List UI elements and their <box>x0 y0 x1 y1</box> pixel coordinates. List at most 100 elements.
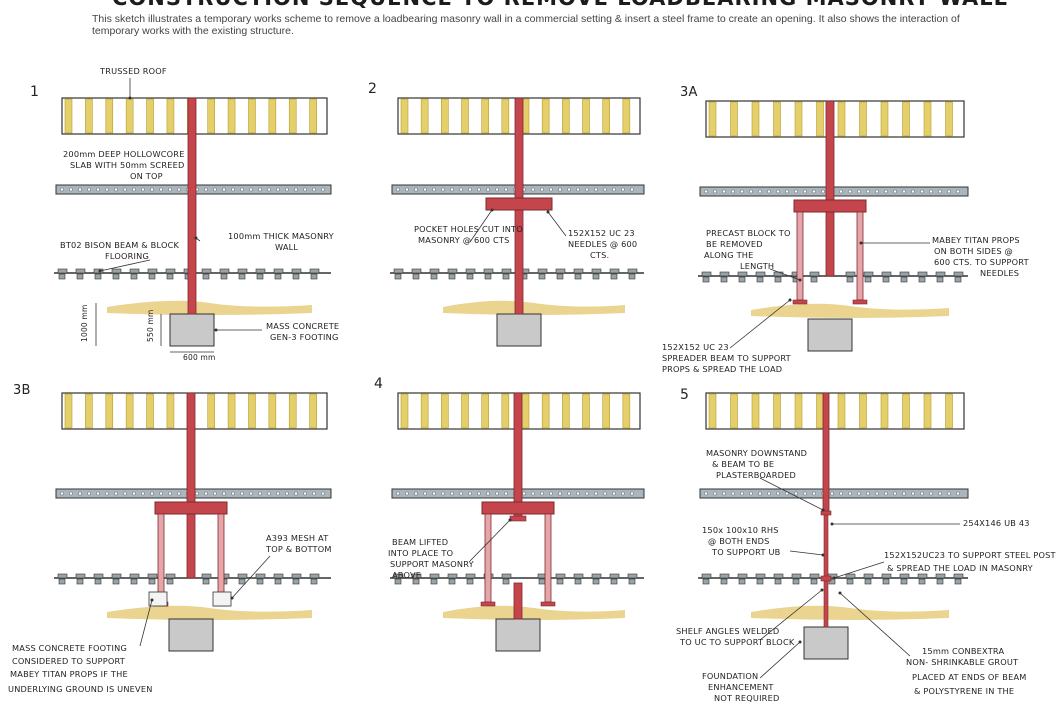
label-post-1: 152X152UC23 TO SUPPORT STEEL POST <box>884 550 1056 560</box>
floor-beam <box>130 273 138 280</box>
floor-beam <box>954 276 962 283</box>
slab-core <box>576 491 580 496</box>
floor-beam <box>864 276 872 283</box>
spreader-beam <box>792 299 808 305</box>
floor-block <box>701 573 712 579</box>
floor-beam <box>166 578 174 585</box>
leader-arrow <box>98 269 102 273</box>
floor-beam <box>846 578 854 585</box>
floor-beam <box>238 273 246 280</box>
floor-beam <box>574 273 582 280</box>
slab-core <box>276 491 280 496</box>
truss-member <box>773 101 781 137</box>
floor-beam <box>292 578 300 585</box>
masonry-wall <box>187 97 197 315</box>
leader-arrow <box>508 518 512 522</box>
slab-core <box>396 187 400 192</box>
label-post-2: & SPREAD THE LOAD IN MASONRY <box>887 563 1034 573</box>
floor-beam <box>936 578 944 585</box>
slab-core <box>132 187 136 192</box>
floor-block <box>129 268 140 274</box>
floor-block <box>57 573 68 579</box>
label-mesh-1: A393 MESH AT <box>266 533 329 543</box>
slab-core <box>776 491 780 496</box>
floor-beam <box>58 578 66 585</box>
slab-core <box>612 491 616 496</box>
floor-beam <box>502 578 510 585</box>
floor-beam <box>94 273 102 280</box>
leader-arrow <box>830 522 834 526</box>
slab-core <box>405 491 409 496</box>
panel-step-1 <box>54 97 332 347</box>
masonry-wall <box>513 392 523 520</box>
floor-block <box>393 573 404 579</box>
slab-core <box>414 187 418 192</box>
slab-core <box>740 189 744 194</box>
floor-beam <box>918 276 926 283</box>
floor-block <box>555 573 566 579</box>
floor-beam <box>900 578 908 585</box>
slab-core <box>432 491 436 496</box>
leader-arrow <box>798 278 802 282</box>
spreader-beam <box>540 601 556 607</box>
floor-beam <box>274 273 282 280</box>
slab-core <box>812 189 816 194</box>
truss-member <box>541 98 550 134</box>
truss-member <box>248 98 256 134</box>
floor-block <box>393 268 404 274</box>
floor-block <box>237 573 248 579</box>
leader-arrow <box>214 328 218 332</box>
label-floor-1: BT02 BISON BEAM & BLOCK <box>60 240 180 250</box>
slab-core <box>141 187 145 192</box>
floor-block <box>953 271 964 277</box>
truss-member <box>125 393 134 429</box>
truss-member <box>166 98 175 134</box>
floor-block <box>147 268 158 274</box>
slab-core <box>312 491 316 496</box>
slab-core <box>920 189 924 194</box>
label-rhs-1: 150x 100x10 RHS <box>702 525 779 535</box>
floor-block <box>255 268 266 274</box>
floor-block <box>201 573 212 579</box>
slab-core <box>405 187 409 192</box>
floor-beam <box>394 273 402 280</box>
slab-core <box>713 491 717 496</box>
label-mass-4: UNDERLYING GROUND IS UNEVEN <box>8 684 153 694</box>
slab-core <box>911 189 915 194</box>
floor-block <box>881 573 892 579</box>
truss-member <box>859 393 867 429</box>
slab-core <box>222 187 226 192</box>
leader-arrow <box>832 576 836 580</box>
label-block-2: BE REMOVED <box>706 239 763 249</box>
truss-member <box>773 393 781 429</box>
slab-core <box>495 491 499 496</box>
label-wall-2: WALL <box>275 242 298 252</box>
label-mesh-2: TOP & BOTTOM <box>265 544 332 554</box>
slab-core <box>204 491 208 496</box>
floor-beam <box>148 578 156 585</box>
slab-core <box>495 187 499 192</box>
label-props-2: ON BOTH SIDES @ <box>934 246 1013 256</box>
annotation-leader <box>833 561 885 579</box>
floor-beam <box>936 276 944 283</box>
leader-arrow <box>820 588 824 592</box>
floor-beam <box>394 578 402 585</box>
slab-core <box>486 491 490 496</box>
label-grout-4: & POLYSTYRENE IN THE <box>914 686 1014 696</box>
truss-member <box>859 101 867 137</box>
label-mass-3: MABEY TITAN PROPS IF THE <box>10 669 128 679</box>
floor-beam <box>846 276 854 283</box>
label-grout-1: 15mm CONBEXTRA <box>922 646 1004 656</box>
floor-block <box>309 268 320 274</box>
floor-block <box>591 268 602 274</box>
floor-block <box>555 268 566 274</box>
truss-member <box>708 101 717 137</box>
floor-block <box>863 573 874 579</box>
floor-block <box>719 271 730 277</box>
floor-block <box>845 271 856 277</box>
floor-block <box>881 271 892 277</box>
slab-core <box>168 491 172 496</box>
floor-beam <box>76 578 84 585</box>
floor-beam <box>592 578 600 585</box>
